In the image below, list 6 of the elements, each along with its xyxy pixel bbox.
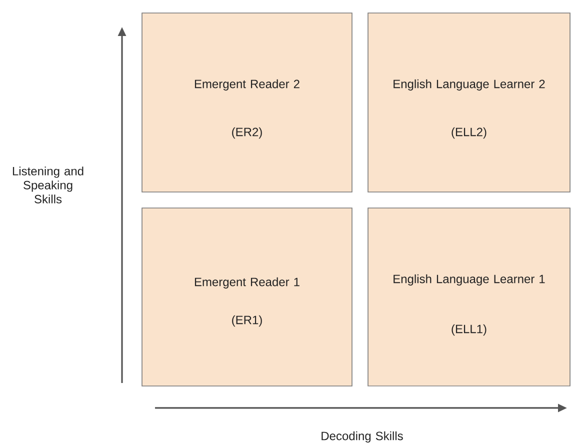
quadrant-box: Emergent Reader 1 (ER1) bbox=[142, 208, 352, 386]
quadrant-box: English Language Learner 1 (ELL1) bbox=[368, 208, 570, 386]
axis-label: Listening and Speaking Skills bbox=[12, 166, 84, 204]
quadrant-box: Emergent Reader 2 (ER2) bbox=[142, 12, 352, 192]
quadrant-box: English Language Learner 2 (ELL2) bbox=[368, 12, 570, 192]
axis-label: Decoding Skills bbox=[322, 431, 403, 443]
